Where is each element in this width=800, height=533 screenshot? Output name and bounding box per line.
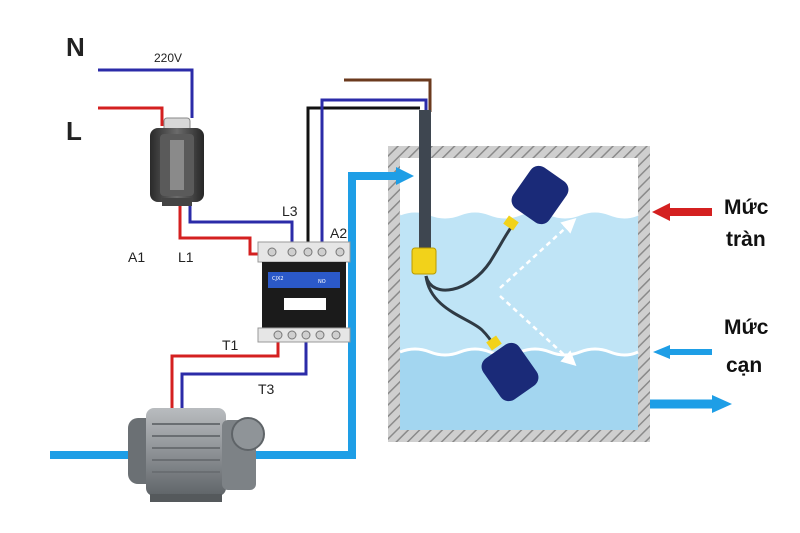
float-motion-arrow-up — [499, 217, 577, 289]
low-level-arrow — [653, 345, 712, 359]
svg-text:CJX2: CJX2 — [272, 276, 284, 282]
pipe-inlet-arrow — [396, 167, 414, 185]
outlet-arrow — [650, 395, 732, 413]
lower-float — [481, 342, 539, 402]
overflow-level-label-line2: tràn — [726, 228, 766, 251]
voltage-label: 220V — [154, 51, 182, 65]
a2-label: A2 — [330, 225, 347, 241]
overflow-arrow — [652, 203, 712, 221]
water-pipe — [50, 167, 414, 459]
low-level-label-line1: Mức — [724, 316, 769, 339]
pump-motor — [128, 408, 265, 502]
t1-label: T1 — [222, 337, 239, 353]
switch-device — [150, 117, 204, 206]
wiring — [98, 68, 432, 410]
live-wire — [98, 106, 164, 126]
l1-label: L1 — [178, 249, 194, 265]
sensor-rod — [419, 110, 431, 252]
t3-label: T3 — [258, 381, 275, 397]
upper-float — [511, 165, 569, 225]
overflow-level-label-line1: Mức — [724, 196, 769, 219]
svg-text:NO: NO — [318, 279, 326, 285]
a1-label: A1 — [128, 249, 145, 265]
l3-label: L3 — [282, 203, 298, 219]
n-label: N — [66, 32, 85, 62]
float-switch-assembly — [411, 110, 577, 402]
neutral-wire — [98, 68, 194, 118]
low-level-label-line2: cạn — [726, 354, 762, 377]
float-motion-arrow-down — [499, 295, 577, 367]
sensor-collar — [411, 247, 437, 275]
contactor: CJX2 NO — [257, 241, 351, 343]
l-label: L — [66, 116, 82, 146]
